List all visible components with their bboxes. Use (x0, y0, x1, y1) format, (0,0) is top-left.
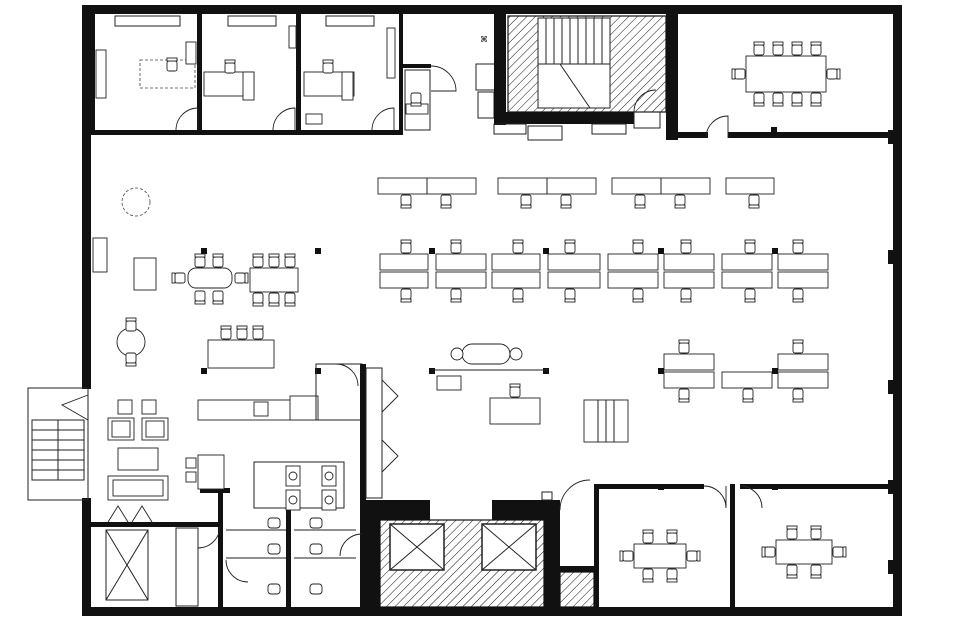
conference-north (678, 41, 893, 139)
exit-stair (27, 387, 89, 501)
restrooms (185, 454, 363, 595)
corridor-walls (200, 364, 399, 610)
desk-rows-north (377, 177, 775, 209)
fixture-symbol: ⌘ (480, 35, 488, 44)
sw-service (91, 505, 221, 607)
north-offices: ⌘ (91, 14, 497, 135)
collab-table (432, 343, 629, 443)
workstation-pods (379, 239, 829, 403)
stair-core-north (493, 10, 678, 141)
pantry (197, 363, 363, 421)
west-lounge (92, 187, 299, 501)
conference-south (559, 479, 893, 607)
elevator-core (366, 491, 596, 608)
